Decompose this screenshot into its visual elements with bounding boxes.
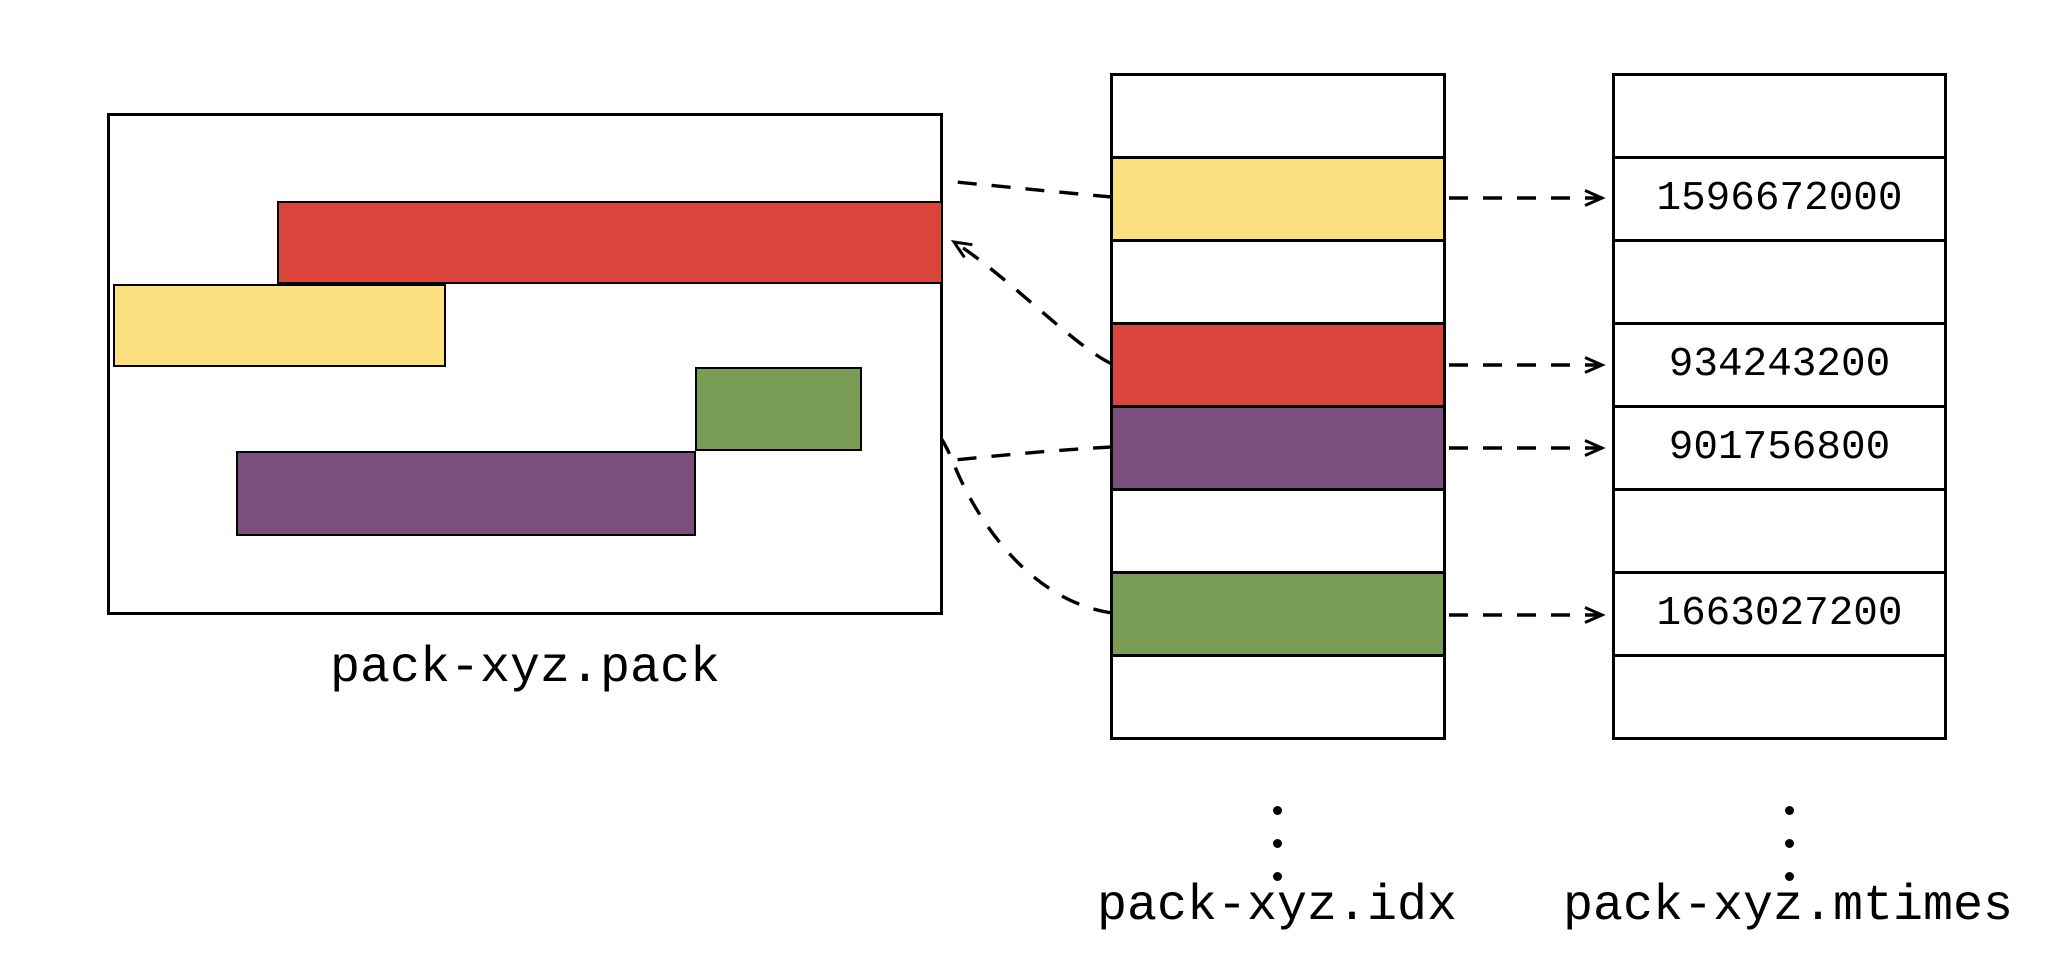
idx-vertical-ellipsis-icon [1273,806,1282,881]
pack-file-box [107,113,943,615]
pack-file-label: pack-xyz.pack [329,640,721,697]
idx-empty-row [1113,76,1443,156]
arrow-idx-to-pack-red [950,240,1113,366]
mtime-value: 1596672000 [1656,176,1903,222]
mtime-value: 901756800 [1668,425,1891,471]
idx-file-column [1110,73,1446,740]
pack-object-purple [236,451,696,536]
mtimes-cell: 1596672000 [1615,156,1944,239]
mtimes-empty-row [1615,488,1944,571]
idx-entry-red [1113,322,1443,405]
mtime-value: 934243200 [1668,342,1891,388]
mtimes-empty-row [1615,239,1944,322]
mtimes-empty-row [1615,654,1944,737]
idx-empty-row [1113,488,1443,571]
pack-object-red [277,201,943,284]
mtimes-vertical-ellipsis-icon [1785,806,1794,881]
mtimes-file-column: 1596672000 934243200 901756800 1663027200 [1612,73,1947,740]
pack-object-green [695,367,862,451]
idx-entry-yellow [1113,156,1443,239]
idx-entry-green [1113,571,1443,654]
mtimes-cell: 934243200 [1615,322,1944,405]
pack-object-yellow [113,284,446,367]
mtimes-empty-row [1615,76,1944,156]
idx-empty-row [1113,239,1443,322]
mtimes-cell: 1663027200 [1615,571,1944,654]
idx-entry-purple [1113,405,1443,488]
idx-file-label: pack-xyz.idx [1096,878,1458,935]
mtimes-file-label: pack-xyz.mtimes [1562,878,2014,935]
mtime-value: 1663027200 [1656,591,1903,637]
idx-empty-row [1113,654,1443,737]
mtimes-cell: 901756800 [1615,405,1944,488]
